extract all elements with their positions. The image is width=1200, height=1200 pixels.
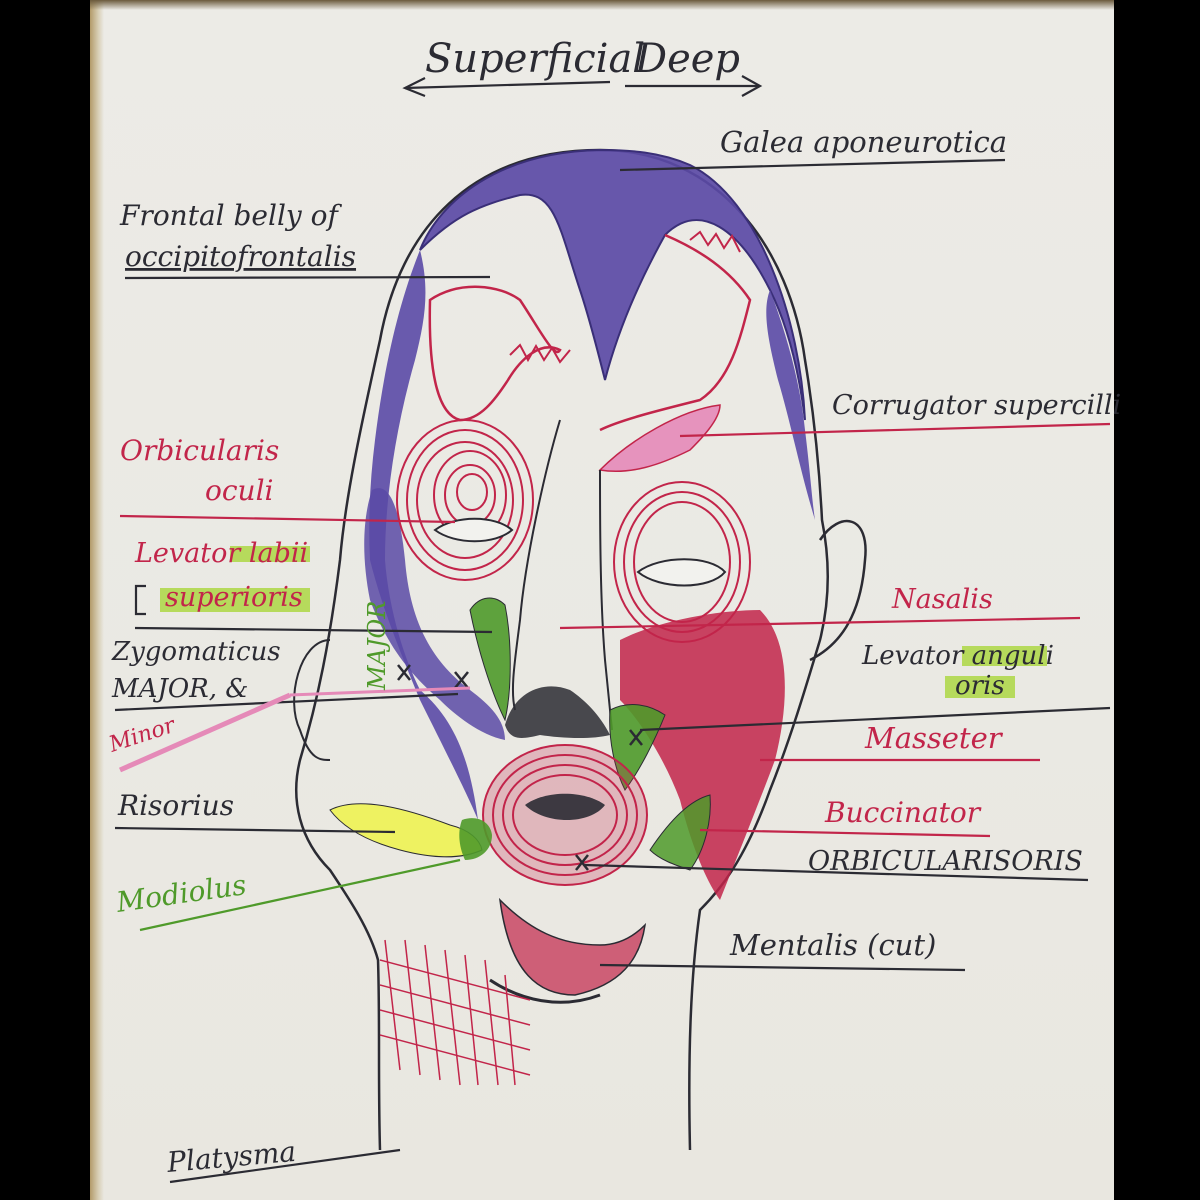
leader-minor-2 bbox=[289, 686, 471, 697]
leader-nasalis bbox=[559, 616, 1081, 630]
leader-platysma bbox=[169, 1148, 401, 1184]
face-right-outline bbox=[599, 148, 829, 1151]
buccinator-muscle bbox=[649, 794, 711, 871]
orbicularis-oris-muscle bbox=[482, 744, 648, 886]
label-platysma: Platysma bbox=[165, 1135, 298, 1179]
label-levator-anguli-1: Levator anguli bbox=[861, 641, 1054, 671]
leader-mentalis bbox=[599, 963, 966, 972]
leader-orbicularis-oculi bbox=[119, 514, 456, 524]
leader-corrugator bbox=[679, 422, 1111, 438]
leader-lines bbox=[114, 75, 1111, 1184]
mouth bbox=[525, 793, 605, 820]
label-levator-labii-1: Levator labii bbox=[134, 538, 308, 569]
leader-levator-labii bbox=[134, 626, 493, 634]
label-mentalis: Mentalis (cut) bbox=[729, 928, 936, 962]
levator-labii-superioris bbox=[469, 597, 511, 722]
right-eye bbox=[636, 558, 727, 587]
header-arrow-left bbox=[404, 80, 611, 90]
corrugator-supercilii bbox=[598, 404, 721, 473]
leader-orbicularis-oris bbox=[584, 863, 1089, 882]
label-buccinator: Buccinator bbox=[824, 796, 982, 829]
head-outline bbox=[295, 148, 601, 1151]
levator-anguli-oris bbox=[609, 704, 666, 791]
leader-modiolus bbox=[139, 858, 461, 932]
nose-tip bbox=[505, 686, 610, 739]
label-zygomaticus-2: MAJOR, & bbox=[111, 674, 248, 704]
label-levator-anguli-2: oris bbox=[955, 671, 1005, 701]
chin-outline bbox=[489, 978, 601, 1004]
orbicularis-oculi-left bbox=[396, 419, 534, 581]
leader-frontal bbox=[124, 275, 491, 280]
frontal-belly bbox=[428, 285, 562, 422]
header-arrowhead-right bbox=[741, 75, 763, 97]
label-orbicularis-oris: ORBICULARISORIS bbox=[808, 846, 1083, 877]
left-ear bbox=[293, 639, 331, 761]
leader-risorius bbox=[114, 826, 396, 834]
leader-galea bbox=[619, 158, 1006, 172]
zygomaticus-major-band bbox=[364, 488, 505, 740]
temporal-left-muscle bbox=[369, 250, 478, 820]
label-frontal-2: occipitofrontalis bbox=[125, 240, 356, 273]
leader-buccinator bbox=[699, 828, 991, 838]
highlight-superioris bbox=[160, 588, 310, 612]
right-ear bbox=[809, 520, 867, 662]
fibre-zigzag-1 bbox=[509, 343, 571, 364]
header-superficial: Superficial bbox=[425, 36, 645, 82]
leader-zygomaticus bbox=[114, 692, 459, 712]
platysma-hatching bbox=[379, 939, 531, 1086]
label-risorius: Risorius bbox=[117, 789, 234, 822]
head-diagram bbox=[293, 148, 867, 1151]
label-corrugator: Corrugator supercilli bbox=[832, 390, 1121, 421]
highlight-labii bbox=[230, 546, 310, 562]
leader-minor bbox=[118, 692, 292, 773]
nose-outline bbox=[511, 419, 613, 731]
highlight-oris bbox=[945, 676, 1015, 698]
modiolus bbox=[459, 818, 492, 860]
leader-levator-anguli bbox=[639, 706, 1111, 732]
page-top-edge bbox=[90, 0, 1114, 10]
label-frontal-1: Frontal belly of bbox=[119, 199, 342, 232]
label-orbicularis-oculi-2: oculi bbox=[205, 474, 273, 507]
risorius-muscle bbox=[329, 803, 483, 858]
nasalis-muscle bbox=[620, 610, 785, 900]
left-eye bbox=[433, 517, 514, 543]
fibre-zigzag-2 bbox=[689, 230, 741, 253]
page-left-edge bbox=[90, 0, 104, 1200]
temporal-right-muscle bbox=[766, 290, 815, 520]
bracket-superioris bbox=[134, 584, 146, 616]
label-zygomaticus-1: Zygomaticus bbox=[111, 637, 281, 667]
galea-aponeurotica bbox=[419, 148, 806, 421]
label-orbicularis-oculi-1: Orbicularis bbox=[120, 434, 279, 467]
mentalis-muscle bbox=[498, 897, 647, 996]
label-levator-labii-2: superioris bbox=[165, 582, 303, 613]
label-major-vertical: MAJOR bbox=[363, 601, 391, 691]
header-arrowhead-left bbox=[402, 77, 426, 98]
frontal-belly-right bbox=[599, 233, 752, 432]
label-galea: Galea aponeurotica bbox=[720, 125, 1007, 159]
label-nasalis: Nasalis bbox=[891, 584, 993, 615]
highlight-anguli bbox=[962, 646, 1047, 666]
header-deep: Deep bbox=[634, 36, 740, 82]
x-marks bbox=[397, 664, 643, 871]
label-masseter: Masseter bbox=[864, 721, 1004, 755]
